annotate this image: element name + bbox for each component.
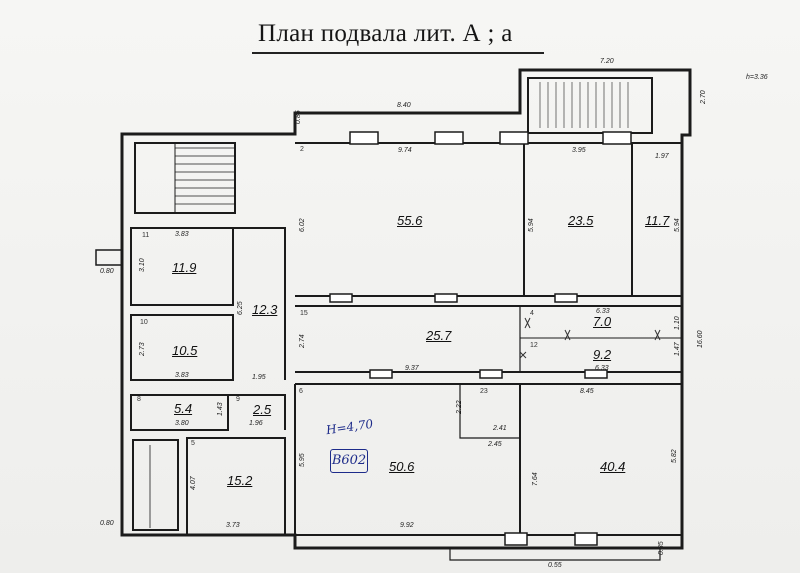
dimension-label: 0.80 xyxy=(100,268,114,275)
room-area: 15.2 xyxy=(227,473,253,488)
dimension-label: 4.07 xyxy=(190,476,197,490)
dimension-label: 3.95 xyxy=(572,147,586,154)
dimension-label: 2.70 xyxy=(700,90,707,104)
dimension-label: 7.20 xyxy=(600,58,614,65)
dimension-label: 7.64 xyxy=(532,472,539,486)
dimension-label: 9.74 xyxy=(398,147,412,154)
dimension-label: 8.45 xyxy=(580,388,594,395)
dimension-label: 0.85 xyxy=(295,110,302,124)
dimension-label: 6.02 xyxy=(299,218,306,232)
room-number: 23 xyxy=(480,388,488,395)
dimension-label: 1.10 xyxy=(674,316,681,330)
room-area: 11.9 xyxy=(172,260,197,275)
room-number: 9 xyxy=(236,396,240,403)
dimension-label: 0.55 xyxy=(548,562,562,569)
dimension-label: 2.73 xyxy=(139,342,146,356)
dimension-label: 2.22 xyxy=(456,400,463,414)
dimension-label: 2.74 xyxy=(299,334,306,348)
dimension-label: 3.10 xyxy=(139,258,146,272)
dimension-label: 3.83 xyxy=(175,372,189,379)
dimension-label: 6.33 xyxy=(595,365,609,372)
dimension-label: 1.47 xyxy=(674,342,681,356)
room-number: 11 xyxy=(142,232,150,239)
dimension-label: 6.25 xyxy=(237,301,244,315)
dimension-label: h=3.36 xyxy=(746,74,768,81)
room-area: 40.4 xyxy=(600,459,626,474)
room-number: 5 xyxy=(191,440,195,447)
dimension-label: 3.80 xyxy=(175,420,189,427)
dimension-label: 1.43 xyxy=(217,402,224,416)
room-area: 55.6 xyxy=(397,213,423,228)
dimension-label: 2.41 xyxy=(493,425,507,432)
room-area: 10.5 xyxy=(172,343,198,358)
title-underline xyxy=(252,52,544,54)
dimension-label: 9.92 xyxy=(400,522,414,529)
dimension-label: 5.95 xyxy=(299,453,306,467)
dimension-label: 0.85 xyxy=(658,541,665,555)
dimension-label: 3.73 xyxy=(226,522,240,529)
room-number: 4 xyxy=(530,310,534,317)
room-area: 50.6 xyxy=(389,459,415,474)
room-number: 8 xyxy=(137,396,141,403)
dimension-label: 2.45 xyxy=(488,441,502,448)
dimension-label: 5.94 xyxy=(528,218,535,232)
dimension-label: 9.37 xyxy=(405,365,419,372)
room-area: 25.7 xyxy=(426,328,452,343)
room-number: 2 xyxy=(300,146,304,153)
room-area: 5.4 xyxy=(174,401,193,416)
room-number: 10 xyxy=(140,319,148,326)
dimension-label: 1.97 xyxy=(655,153,669,160)
plan-title: План подвала лит. А ; а xyxy=(258,20,513,47)
dimension-label: 8.40 xyxy=(397,102,411,109)
room-number: 15 xyxy=(300,310,308,317)
dimension-label: 5.94 xyxy=(674,218,681,232)
room-area: 9.2 xyxy=(593,347,612,362)
room-number: 12 xyxy=(530,342,538,349)
room-area: 12.3 xyxy=(252,302,278,317)
dimension-label: 1.96 xyxy=(249,420,263,427)
room-area: 2.5 xyxy=(253,402,272,417)
room-number: 6 xyxy=(299,388,303,395)
handwritten-stamp: В602 xyxy=(330,449,368,473)
room-area: 11.7 xyxy=(645,213,670,228)
room-area: 7.0 xyxy=(593,314,612,329)
dimension-label: 1.95 xyxy=(252,374,266,381)
dimension-label: 3.83 xyxy=(175,231,189,238)
dimension-label: 0.80 xyxy=(100,520,114,527)
dimension-label: 5.82 xyxy=(671,449,678,463)
dimension-label: 16.60 xyxy=(697,330,704,348)
room-area: 23.5 xyxy=(568,213,594,228)
dimension-label: 6.33 xyxy=(596,308,610,315)
